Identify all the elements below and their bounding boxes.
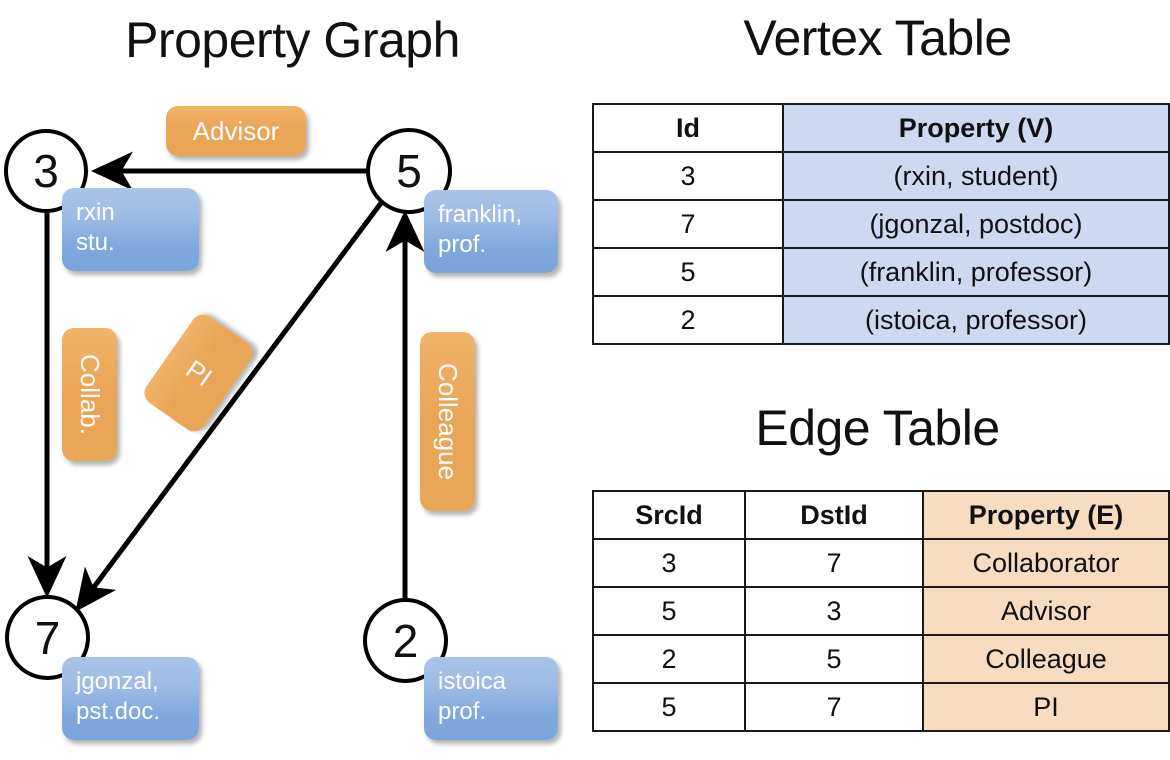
- vertex-cell-property: (jgonzal, postdoc): [782, 199, 1170, 249]
- edge-cell-dstid: 7: [744, 682, 924, 732]
- vertex-property-line-1: rxin: [76, 199, 115, 226]
- vertex-property-line-1: franklin,: [438, 201, 523, 228]
- vertex-property-box-3: rxin stu.: [62, 188, 199, 271]
- table-row[interactable]: 2 5 Colleague: [592, 634, 1170, 684]
- table-row[interactable]: 2 (istoica, professor): [592, 295, 1170, 345]
- vertex-header-property: Property (V): [782, 103, 1170, 153]
- edge-label-colleague-text: Colleague: [433, 362, 463, 481]
- vertex-property-line-2: prof.: [438, 698, 487, 725]
- edge-label-advisor-text: Advisor: [192, 115, 280, 146]
- edge-cell-srcid: 5: [592, 682, 746, 732]
- table-row[interactable]: 5 7 PI: [592, 682, 1170, 732]
- vertex-property-line-1: jgonzal,: [76, 668, 159, 695]
- edge-cell-srcid: 3: [592, 538, 746, 588]
- table-header-row: Id Property (V): [592, 103, 1170, 153]
- page-title-edge-table: Edge Table: [755, 400, 1000, 456]
- edge-cell-property: Colleague: [922, 634, 1170, 684]
- vertex-property-line-1: istoica: [438, 668, 507, 695]
- edge-header-dstid: DstId: [744, 490, 924, 540]
- table-row[interactable]: 3 7 Collaborator: [592, 538, 1170, 588]
- graph-edge-arrows: [27, 151, 425, 612]
- edge-label-collab-text: Collab.: [75, 354, 105, 435]
- edge-cell-dstid: 7: [744, 538, 924, 588]
- vertex-cell-id: 2: [592, 295, 784, 345]
- edge-cell-dstid: 3: [744, 586, 924, 636]
- edge-cell-srcid: 2: [592, 634, 746, 684]
- vertex-table: Id Property (V) 3 (rxin, student) 7 (jgo…: [592, 103, 1170, 345]
- vertex-cell-id: 7: [592, 199, 784, 249]
- edge-table: SrcId DstId Property (E) 3 7 Collaborato…: [592, 490, 1170, 732]
- property-graph-diagram: 3 5 7 2 rxin stu. franklin, prof. jgonza…: [4, 106, 558, 740]
- edge-header-property: Property (E): [922, 490, 1170, 540]
- edge-label-pi-text: PI: [180, 353, 218, 392]
- vertex-cell-property: (rxin, student): [782, 151, 1170, 201]
- vertex-property-box-5: franklin, prof.: [424, 190, 558, 273]
- vertex-cell-property: (franklin, professor): [782, 247, 1170, 297]
- edge-cell-property: Advisor: [922, 586, 1170, 636]
- vertex-property-box-2: istoica prof.: [424, 657, 558, 740]
- edge-header-srcid: SrcId: [592, 490, 746, 540]
- page-title-property-graph: Property Graph: [125, 12, 460, 68]
- table-row[interactable]: 3 (rxin, student): [592, 151, 1170, 201]
- table-row[interactable]: 5 3 Advisor: [592, 586, 1170, 636]
- table-row[interactable]: 7 (jgonzal, postdoc): [592, 199, 1170, 249]
- vertex-property-line-2: stu.: [76, 229, 115, 256]
- vertex-property-box-7: jgonzal, pst.doc.: [62, 657, 199, 740]
- edge-arrow-5-to-7: [75, 201, 384, 612]
- edge-cell-property: PI: [922, 682, 1170, 732]
- vertex-cell-id: 5: [592, 247, 784, 297]
- edge-cell-dstid: 5: [744, 634, 924, 684]
- edge-label-colleague: Colleague: [420, 332, 475, 511]
- vertex-header-id: Id: [592, 103, 784, 153]
- edge-label-collab: Collab.: [62, 328, 117, 461]
- page-title-vertex-table: Vertex Table: [743, 10, 1012, 66]
- vertex-property-line-2: pst.doc.: [76, 698, 161, 725]
- edge-cell-srcid: 5: [592, 586, 746, 636]
- edge-label-advisor: Advisor: [166, 106, 306, 156]
- vertex-property-line-2: prof.: [438, 231, 487, 258]
- table-header-row: SrcId DstId Property (E): [592, 490, 1170, 540]
- vertex-cell-id: 3: [592, 151, 784, 201]
- vertex-cell-property: (istoica, professor): [782, 295, 1170, 345]
- graph-node-2[interactable]: 2: [363, 598, 448, 683]
- edge-cell-property: Collaborator: [922, 538, 1170, 588]
- table-row[interactable]: 5 (franklin, professor): [592, 247, 1170, 297]
